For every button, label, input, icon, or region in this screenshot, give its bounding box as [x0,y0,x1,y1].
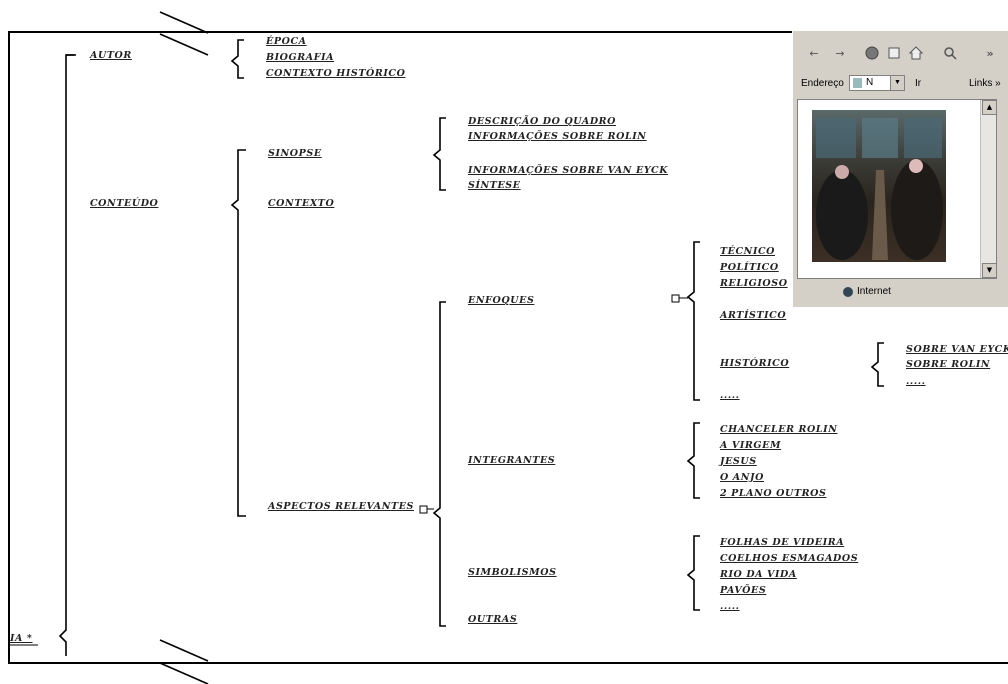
node-coelhos-esmagados[interactable]: COELHOS ESMAGADOS [720,553,859,564]
refresh-icon[interactable] [885,46,903,62]
node-religioso[interactable]: RELIGIOSO [720,278,788,289]
node-enfoques-more[interactable]: ..... [720,390,740,401]
node-aspectos-relevantes[interactable]: ASPECTOS RELEVANTES [268,501,415,512]
stop-icon[interactable] [863,46,881,62]
dropdown-arrow-icon[interactable]: ▼ [890,76,904,90]
node-2-plano-outros[interactable]: 2 PLANO OUTROS [720,488,827,499]
node-enfoques[interactable]: ENFOQUES [468,295,535,306]
address-value: N [866,77,874,88]
node-artistico[interactable]: ARTÍSTICO [720,310,787,321]
address-toolbar: Endereço N ▼ Ir Links » [797,73,1007,95]
node-sobre-rolin[interactable]: SOBRE ROLIN [906,359,991,370]
node-historico-more[interactable]: ..... [906,376,926,387]
scroll-up-button[interactable]: ▲ [982,100,997,115]
node-sintese[interactable]: SÍNTESE [468,180,521,191]
go-button[interactable]: Ir [915,78,922,89]
node-sinopse[interactable]: SINOPSE [268,148,322,159]
node-contexto-historico[interactable]: CONTEXTO HISTÓRICO [266,68,406,79]
node-o-anjo[interactable]: O ANJO [720,472,765,483]
node-a-virgem[interactable]: A VIRGEM [720,440,782,451]
node-sobre-van-eyck[interactable]: SOBRE VAN EYCK [906,344,1008,355]
links-label[interactable]: Links » [969,78,1001,89]
node-conteudo[interactable]: CONTEÚDO [90,198,159,209]
painting-image [812,110,946,262]
node-historico[interactable]: HISTÓRICO [720,358,790,369]
node-descricao-quadro[interactable]: DESCRIÇÃO DO QUADRO [468,116,617,127]
back-icon[interactable]: ← [809,47,819,60]
navigation-toolbar: ← → » [801,43,1006,65]
forward-icon[interactable]: → [835,47,845,60]
node-chanceler-rolin[interactable]: CHANCELER ROLIN [720,424,838,435]
home-icon[interactable] [907,46,925,62]
status-bar: Internet [797,283,1007,303]
node-pavoes[interactable]: PAVÕES [720,585,767,596]
node-rio-da-vida[interactable]: RIO DA VIDA [720,569,797,580]
node-simbolismos[interactable]: SIMBOLISMOS [468,567,557,578]
mindmap-frame [8,31,1008,664]
node-tecnico[interactable]: TÉCNICO [720,246,776,257]
node-outras[interactable]: OUTRAS [468,614,518,625]
node-jesus[interactable]: JESUS [720,456,757,467]
globe-icon [843,287,853,297]
address-bar[interactable]: N ▼ [849,75,905,91]
vertical-scrollbar[interactable]: ▲ ▼ [980,100,997,278]
node-info-van-eyck[interactable]: INFORMAÇÕES SOBRE VAN EYCK [468,165,669,176]
browser-content-pane: ▲ ▼ [797,99,997,279]
node-info-rolin[interactable]: INFORMAÇÕES SOBRE ROLIN [468,131,647,142]
node-contexto[interactable]: CONTEXTO [268,198,335,209]
scroll-down-button[interactable]: ▼ [982,263,997,278]
page-icon [853,78,862,88]
node-autor[interactable]: AUTOR [90,50,132,61]
browser-popup-window: ← → » Endereço N ▼ Ir Links » [792,30,1008,307]
node-integrantes[interactable]: INTEGRANTES [468,455,556,466]
node-epoca[interactable]: ÉPOCA [266,36,307,47]
status-zone-text: Internet [857,286,891,297]
more-chevron[interactable]: » [986,47,994,60]
search-icon[interactable] [941,46,959,62]
node-folhas-videira[interactable]: FOLHAS DE VIDEIRA [720,537,845,548]
node-biografia[interactable]: BIOGRAFIA [266,52,335,63]
root-node[interactable]: IA * [10,633,33,644]
node-politico[interactable]: POLÍTICO [720,262,779,273]
node-simbolismos-more[interactable]: ..... [720,601,740,612]
address-label: Endereço [801,78,844,89]
